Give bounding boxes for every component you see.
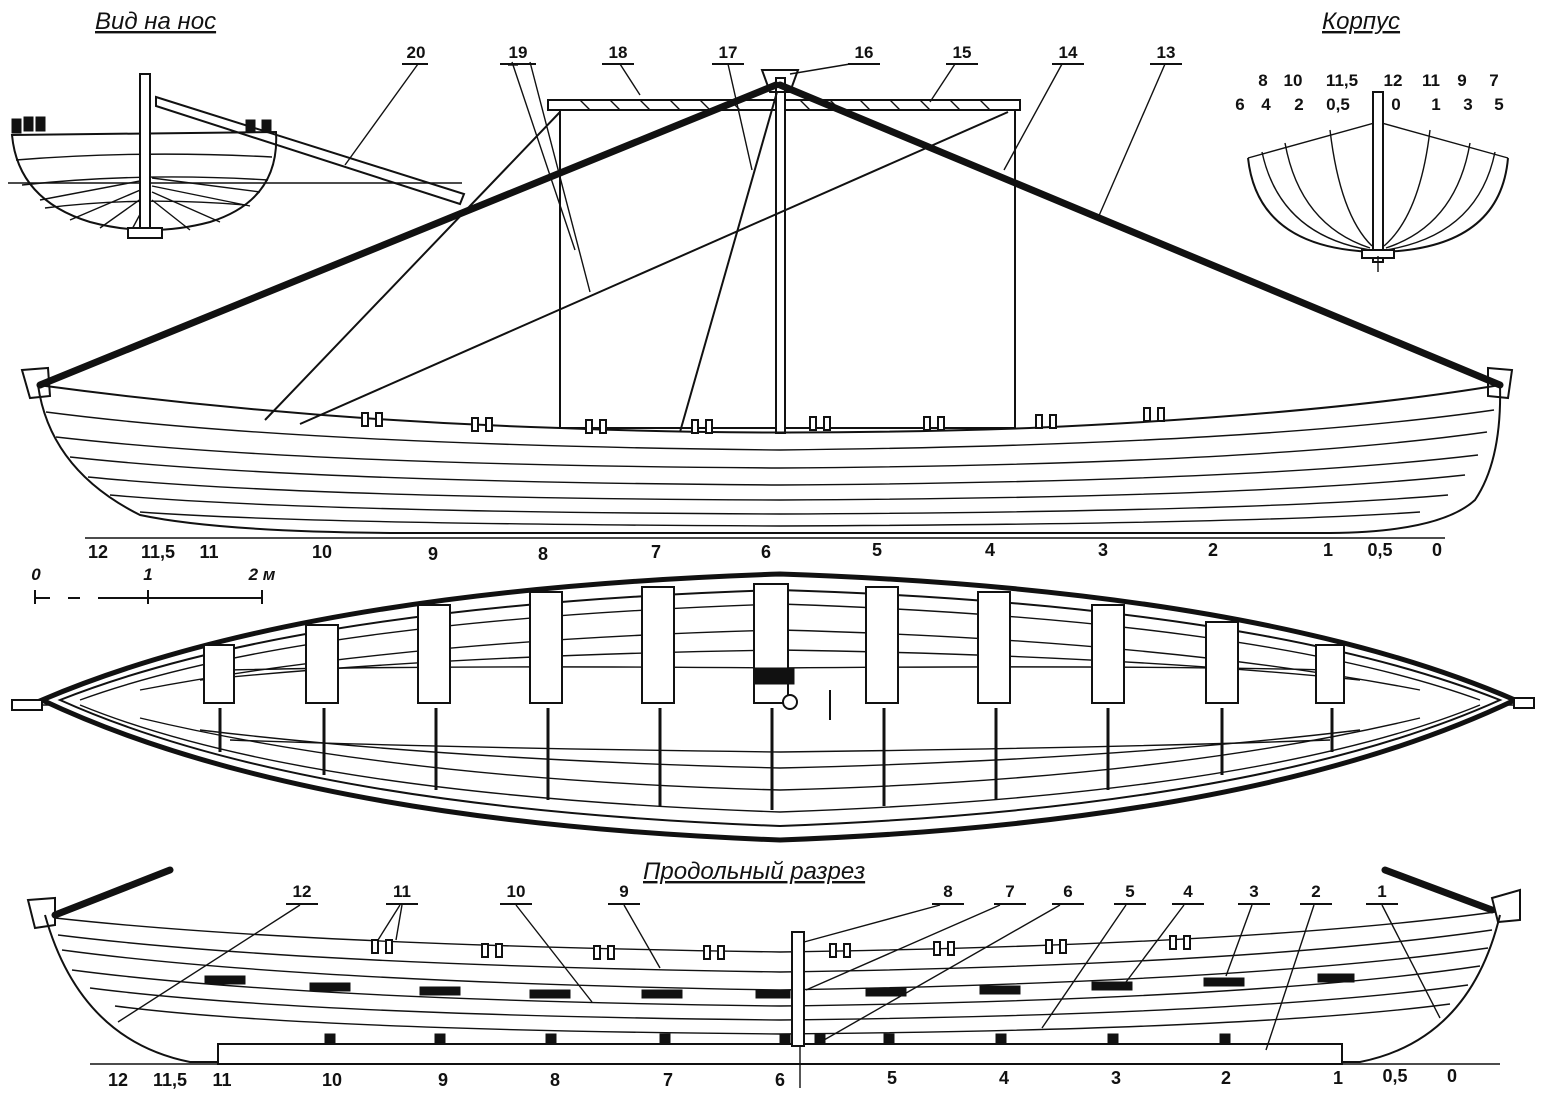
- station-label: 0: [1447, 1066, 1457, 1086]
- body-plan-label: 4: [1261, 95, 1271, 114]
- section-callout-9: 9: [619, 882, 628, 901]
- section-callout-4: 4: [1183, 882, 1193, 901]
- side-view-stations: 12 11,5 11 10 9 8 7 6 5 4 3 2 1 0,5 0: [88, 540, 1442, 564]
- scale-label-2: 2 м: [248, 565, 276, 584]
- title-bow-view: Вид на нос: [95, 8, 216, 35]
- callout-13-label: 13: [1157, 43, 1176, 62]
- section-callout-12: 12: [293, 882, 312, 901]
- hull-body-plan-labels: 8 10 11,5 12 11 9 7 6 4 2 0,5 0 1 3 5: [1235, 71, 1503, 114]
- body-plan-label: 10: [1284, 71, 1303, 90]
- scale-label-1: 1: [143, 565, 152, 584]
- section-callout-1: 1: [1377, 882, 1386, 901]
- callout-18-label: 18: [609, 43, 628, 62]
- body-plan-label: 2: [1294, 95, 1303, 114]
- station-label: 7: [663, 1070, 673, 1090]
- station-label: 1: [1333, 1068, 1343, 1088]
- hull-body-plan: [1247, 91, 1509, 272]
- station-label: 6: [775, 1070, 785, 1090]
- side-view-hull: [20, 366, 1514, 539]
- body-plan-label: 0: [1391, 95, 1400, 114]
- body-plan-label: 1: [1431, 95, 1440, 114]
- station-label: 0,5: [1367, 540, 1392, 560]
- title-longitudinal-section: Продольный разрез: [643, 858, 865, 885]
- station-label: 0: [1432, 540, 1442, 560]
- bow-view-drawing: [8, 73, 466, 239]
- callout-19-label: 19: [509, 43, 528, 62]
- station-label: 5: [887, 1068, 897, 1088]
- section-callout-3: 3: [1249, 882, 1258, 901]
- station-label: 6: [761, 542, 771, 562]
- title-hull: Корпус: [1322, 8, 1400, 35]
- station-label: 11: [199, 542, 218, 562]
- section-drawing: [26, 866, 1521, 1088]
- section-callout-11: 11: [393, 882, 411, 901]
- body-plan-label: 12: [1384, 71, 1403, 90]
- body-plan-label: 0,5: [1326, 95, 1350, 114]
- station-label: 12: [108, 1070, 128, 1090]
- station-label: 9: [438, 1070, 448, 1090]
- station-label: 11,5: [153, 1070, 187, 1090]
- scale-label-0: 0: [31, 565, 41, 584]
- scale-bar: 0 1 2 м: [31, 565, 276, 604]
- section-callout-2: 2: [1311, 882, 1320, 901]
- station-label: 8: [550, 1070, 560, 1090]
- body-plan-label: 3: [1463, 95, 1472, 114]
- station-label: 4: [999, 1068, 1009, 1088]
- body-plan-label: 11: [1422, 71, 1440, 90]
- side-view-callouts: 19 18 17 16 15 14 13: [500, 43, 1182, 219]
- station-label: 4: [985, 540, 995, 560]
- section-callout-5: 5: [1125, 882, 1134, 901]
- body-plan-label: 5: [1494, 95, 1503, 114]
- callout-15-label: 15: [953, 43, 972, 62]
- section-callout-8: 8: [943, 882, 952, 901]
- station-label: 8: [538, 544, 548, 564]
- section-stations: 12 11,5 11 10 9 8 7 6 5 4 3 2 1 0,5 0: [108, 1066, 1457, 1090]
- callout-14-label: 14: [1059, 43, 1078, 62]
- callout-20-label: 20: [407, 43, 426, 62]
- body-plan-label: 6: [1235, 95, 1244, 114]
- section-callout-6: 6: [1063, 882, 1072, 901]
- body-plan-label: 9: [1457, 71, 1466, 90]
- body-plan-label: 8: [1258, 71, 1267, 90]
- body-plan-label: 11,5: [1326, 71, 1358, 90]
- plan-view: [11, 571, 1535, 843]
- station-label: 12: [88, 542, 108, 562]
- station-label: 2: [1208, 540, 1218, 560]
- callout-16-label: 16: [855, 43, 874, 62]
- station-label: 3: [1098, 540, 1108, 560]
- station-label: 2: [1221, 1068, 1231, 1088]
- station-label: 0,5: [1382, 1066, 1407, 1086]
- station-label: 7: [651, 542, 661, 562]
- callout-20: 20: [344, 43, 428, 166]
- station-label: 10: [322, 1070, 342, 1090]
- section-callouts: 12 11 10 9 8 7 6 5 4 3 2 1: [117, 882, 1441, 1051]
- station-label: 11,5: [141, 542, 175, 562]
- station-label: 1: [1323, 540, 1333, 560]
- station-label: 5: [872, 540, 882, 560]
- callout-17-label: 17: [719, 43, 738, 62]
- station-label: 10: [312, 542, 332, 562]
- side-view-sail: [36, 61, 1504, 434]
- body-plan-label: 7: [1489, 71, 1498, 90]
- station-label: 3: [1111, 1068, 1121, 1088]
- section-callout-7: 7: [1005, 882, 1014, 901]
- section-callout-10: 10: [507, 882, 526, 901]
- station-label: 9: [428, 544, 438, 564]
- station-label: 11: [212, 1070, 231, 1090]
